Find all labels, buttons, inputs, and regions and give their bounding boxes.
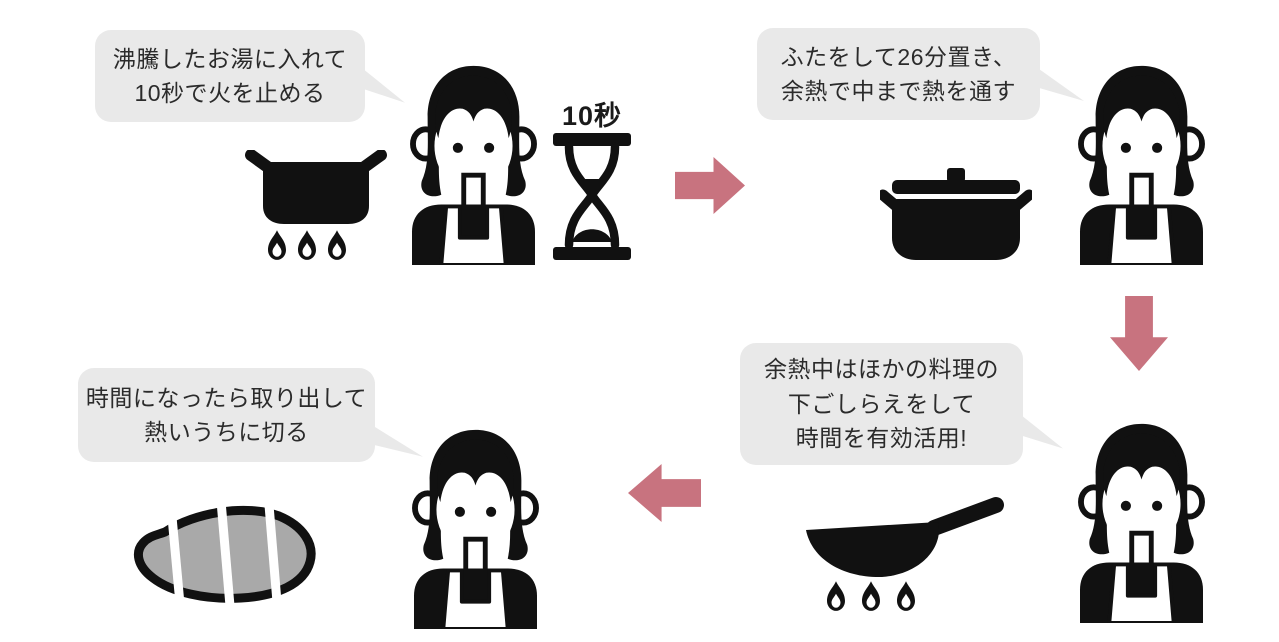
- woman-cook-icon: [400, 60, 547, 265]
- step3-bubble-line3: 時間を有効活用!: [795, 425, 968, 452]
- step2-speech-bubble: ふたをして26分置き、 余熱で中まで熱を通す: [757, 28, 1040, 120]
- step1-speech-bubble: 沸騰したお湯に入れて 10秒で火を止める: [95, 30, 365, 122]
- step4-bubble-line2: 熱いうちに切る: [144, 419, 309, 445]
- step2-bubble-line1: ふたをして26分置き、: [780, 43, 1017, 70]
- arrow-down-icon: [1110, 296, 1168, 371]
- step3-bubble-line1: 余熱中はほかの料理の: [764, 356, 999, 383]
- pot-with-lid-icon: [880, 168, 1032, 262]
- woman-cook-icon: [1068, 418, 1215, 623]
- arrow-right-icon: [675, 157, 745, 214]
- arrow-left-icon: [628, 464, 701, 522]
- step1-bubble-line1: 沸騰したお湯に入れて: [112, 45, 348, 72]
- woman-cook-icon: [1068, 60, 1215, 265]
- step1-bubble-line2: 10秒で火を止める: [134, 80, 326, 106]
- hourglass-label: 10秒: [561, 101, 623, 131]
- frying-pan-on-stove-icon: [798, 496, 1008, 616]
- step2-bubble-line2: 余熱で中まで熱を通す: [781, 78, 1016, 104]
- sliced-meat-icon: [125, 498, 320, 610]
- step3-bubble-line2: 下ごしらえをして: [787, 390, 976, 417]
- woman-cook-icon: [402, 424, 549, 629]
- step4-bubble-line1: 時間になったら取り出して: [85, 384, 368, 411]
- step3-speech-bubble: 余熱中はほかの料理の 下ごしらえをして 時間を有効活用!: [740, 343, 1023, 465]
- pot-on-stove-icon: [243, 150, 389, 263]
- hourglass-icon: [551, 133, 633, 260]
- step4-speech-bubble: 時間になったら取り出して 熱いうちに切る: [78, 368, 375, 462]
